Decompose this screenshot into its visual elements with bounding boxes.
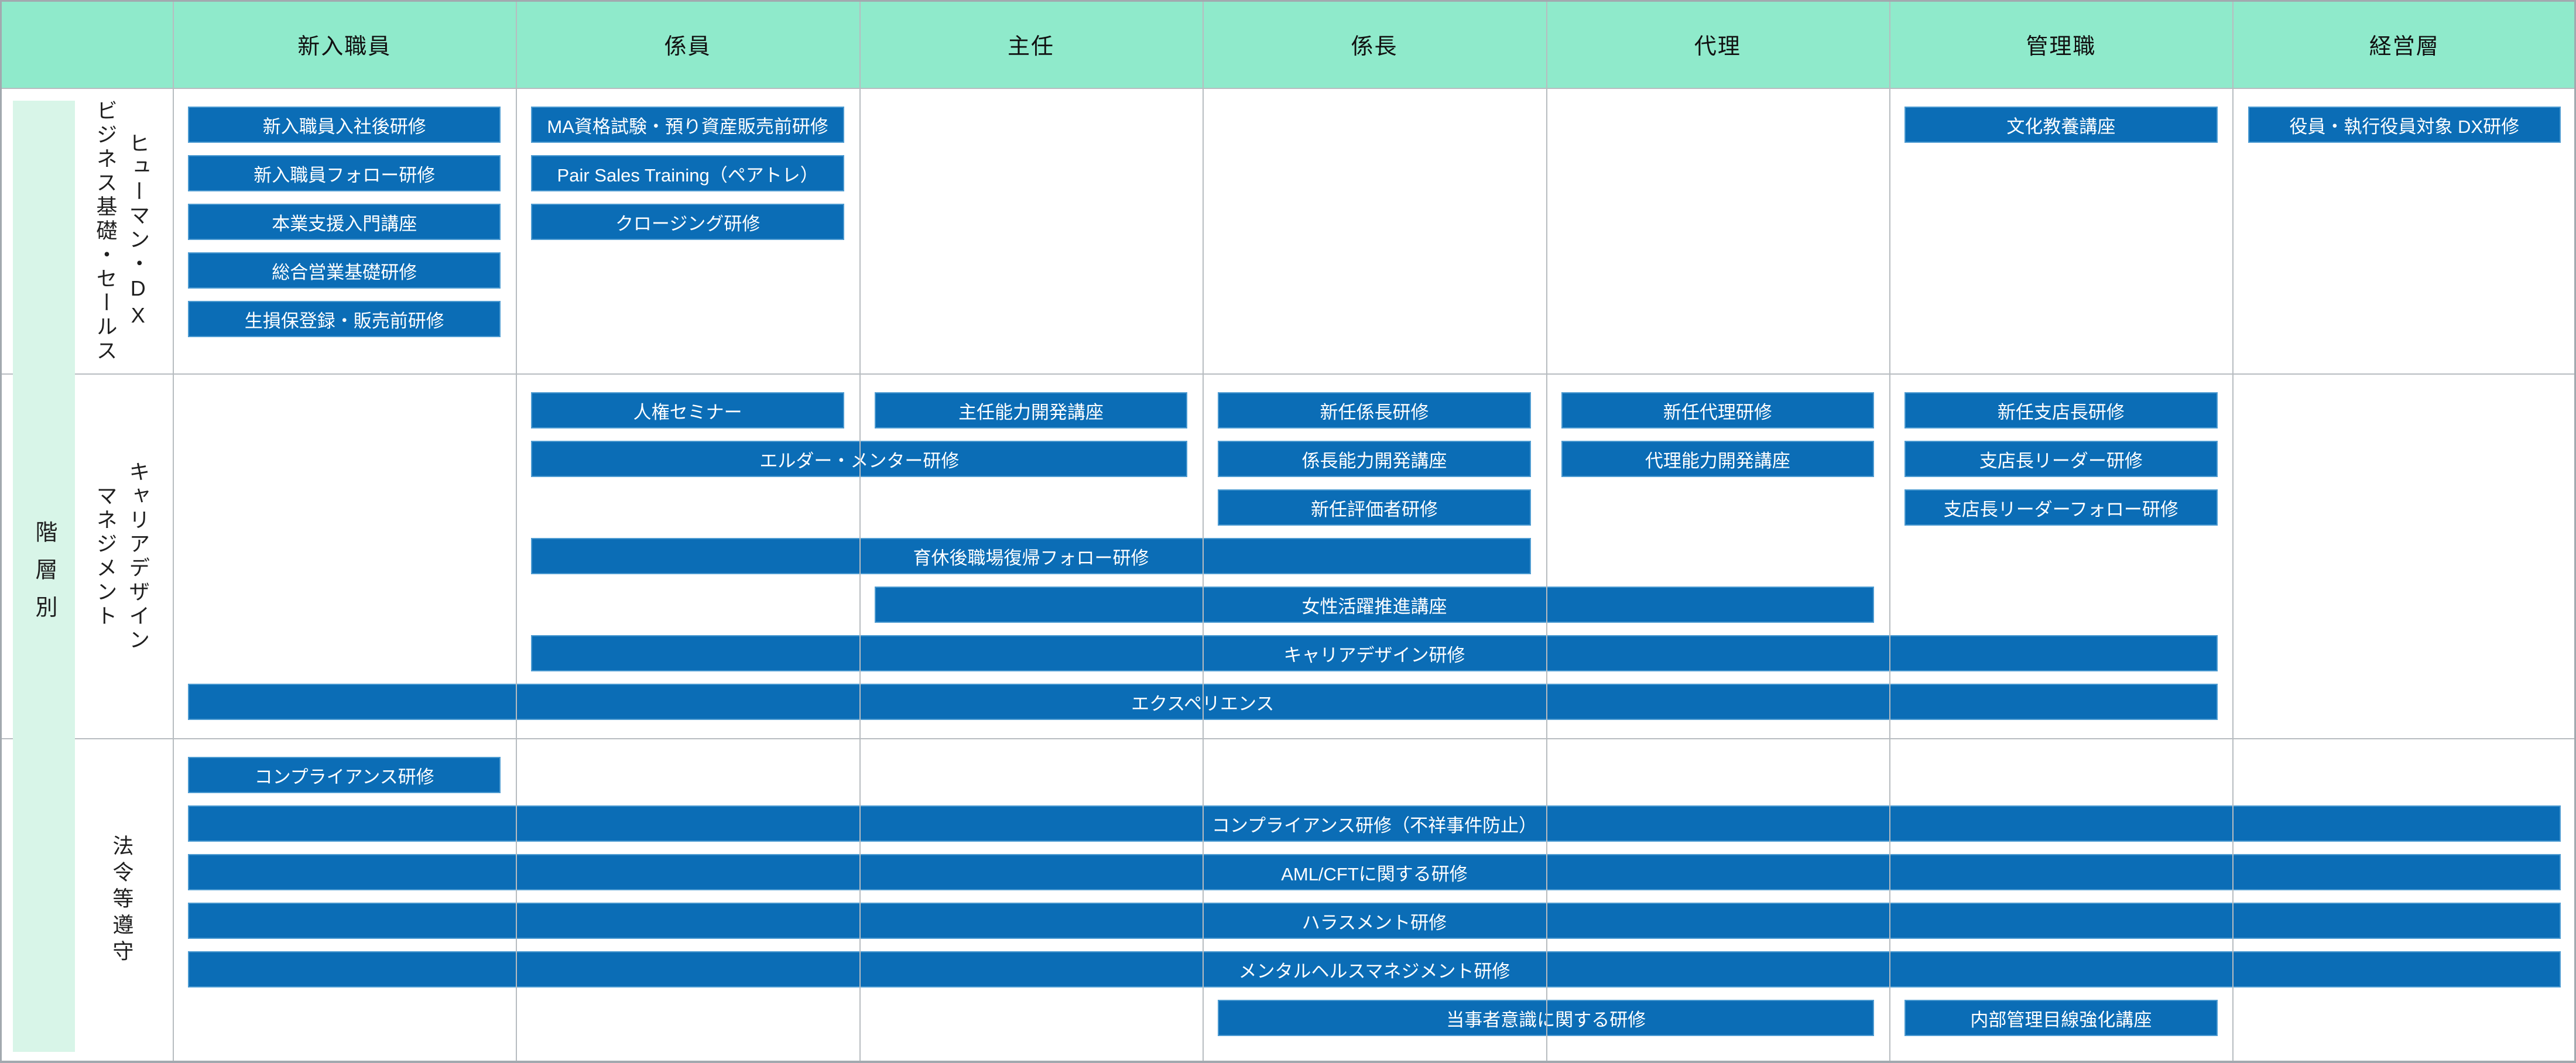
course-bar: 新任評価者研修 [1218, 489, 1531, 526]
section-label-human-dx-sales: ヒューマン・DX ビジネス基礎・セールス [0, 89, 173, 373]
header-cell-keieiso: 経営層 [2369, 34, 2440, 59]
header-cell-shunin: 主任 [1008, 34, 1055, 59]
course-bar: 役員・執行役員対象 DX研修 [2248, 107, 2561, 143]
section-human-dx-sales: ヒューマン・DX ビジネス基礎・セールス 新入職員入社後研修 MA資格試験・預り資産… [0, 89, 2576, 373]
course-bar: ハラスメント研修 [188, 903, 2561, 939]
course-bar: コンプライアンス研修 [188, 757, 501, 793]
course-bar: 支店長リーダーフォロー研修 [1904, 489, 2218, 526]
course-bar: AML/CFTに関する研修 [188, 854, 2561, 890]
section-legal-compliance: 法令等遵守 コンプライアンス研修コンプライアンス研修（不祥事件防止） AML/CF… [0, 738, 2576, 1061]
section-label-text: キャリアデザインマネジメント [89, 461, 155, 653]
header-cell-kakari: 係員 [664, 34, 711, 59]
course-bar: 主任能力開発講座 [874, 392, 1188, 428]
section-grid-legal-compliance: コンプライアンス研修コンプライアンス研修（不祥事件防止） AML/CFTに関する研… [173, 739, 2576, 1061]
header-corner-cell [0, 0, 173, 88]
header-cell-kakaricho: 係長 [1351, 34, 1398, 59]
course-bar: 文化教養講座 [1904, 107, 2218, 143]
course-bar: 新任代理研修 [1561, 392, 1875, 428]
course-bar: Pair Sales Training（ペアトレ） [531, 155, 844, 191]
section-grid-human-dx-sales: 新入職員入社後研修 MA資格試験・預り資産販売前研修 文化教養講座役員・執行役員対象… [173, 89, 2576, 373]
section-label-legal-compliance: 法令等遵守 [0, 739, 173, 1061]
course-bar: 女性活躍推進講座 [874, 587, 1875, 623]
course-bar: 新入職員フォロー研修 [188, 155, 501, 191]
course-bar: エクスペリエンス [188, 684, 2218, 720]
course-bar: 新任係長研修 [1218, 392, 1531, 428]
label-line: キャリアデザイン [126, 460, 150, 653]
hierarchy-axis-strip: 階層別 [13, 101, 75, 1052]
course-bar: 新入職員入社後研修 [188, 107, 501, 143]
header-row: 新入職員 係員 主任 係長 代理 管理職 経営層 [0, 0, 2576, 89]
course-bar: 人権セミナー [531, 392, 844, 428]
section-label-text: 法令等遵守 [105, 835, 138, 966]
label-line: 法令等遵守 [109, 834, 134, 966]
header-cell-shinnyu: 新入職員 [297, 34, 392, 59]
course-bar: 代理能力開発講座 [1561, 441, 1875, 477]
course-bar: クロージング研修 [531, 204, 844, 240]
course-bar: 支店長リーダー研修 [1904, 441, 2218, 477]
course-bar: 本業支援入門講座 [188, 204, 501, 240]
course-bar: 当事者意識に関する研修 [1218, 1000, 1875, 1036]
course-bar: MA資格試験・預り資産販売前研修 [531, 107, 844, 143]
header-cell-dairi: 代理 [1694, 34, 1741, 59]
course-bar: 育休後職場復帰フォロー研修 [531, 538, 1531, 574]
course-bar: 新任支店長研修 [1904, 392, 2218, 428]
course-bar: コンプライアンス研修（不祥事件防止） [188, 805, 2561, 842]
section-label-career-design-management: キャリアデザインマネジメント [0, 375, 173, 738]
diagram-body: ヒューマン・DX ビジネス基礎・セールス 新入職員入社後研修 MA資格試験・預り資産… [0, 89, 2576, 1063]
course-bar: 係長能力開発講座 [1218, 441, 1531, 477]
label-line: ヒューマン・DX [126, 132, 150, 330]
course-bar: メンタルヘルスマネジメント研修 [188, 951, 2561, 987]
section-career-design-management: キャリアデザインマネジメント 人権セミナー主任能力開発講座新任係長研修新任代理研… [0, 373, 2576, 738]
section-grid-career-design-management: 人権セミナー主任能力開発講座新任係長研修新任代理研修新任支店長研修エルダー・メン… [173, 375, 2576, 738]
course-bar: エルダー・メンター研修 [531, 441, 1188, 477]
course-bar: 生損保登録・販売前研修 [188, 301, 501, 337]
label-line: ビジネス基礎・セールス [93, 99, 118, 364]
header-cell-kanrishoku: 管理職 [2026, 34, 2097, 59]
section-label-text: ヒューマン・DX ビジネス基礎・セールス [89, 100, 155, 364]
label-line: マネジメント [93, 484, 118, 629]
course-bar: キャリアデザイン研修 [531, 635, 2218, 671]
course-bar: 内部管理目線強化講座 [1904, 1000, 2218, 1036]
course-bar: 総合営業基礎研修 [188, 252, 501, 289]
hierarchy-axis-label: 階層別 [32, 520, 56, 633]
